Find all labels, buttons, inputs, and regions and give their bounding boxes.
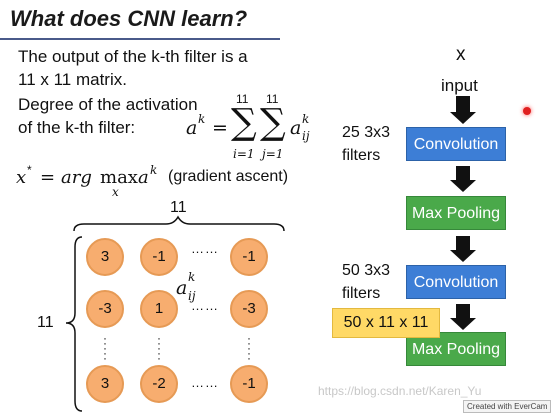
matrix-cell: 3 — [86, 238, 124, 276]
sum2-sigma: ∑ — [260, 102, 286, 143]
text-line-4: of the k-th filter: — [18, 118, 136, 137]
argmax-max: max — [100, 167, 138, 188]
matrix-diagram: 11 11 3 -1 -1 …… -3 1 -3 …… ····· ····· … — [0, 195, 300, 414]
matrix-top-brace — [73, 215, 285, 232]
slide-title: What does CNN learn? — [10, 6, 248, 31]
convolution-block-2: Convolution — [406, 265, 506, 299]
dimension-badge: 50 x 11 x 11 — [332, 308, 440, 338]
matrix-cell: -3 — [86, 290, 124, 328]
text-line-3: Degree of the activation — [18, 95, 198, 114]
formula-term-sub: ij — [302, 129, 310, 143]
formula-lhs: a — [186, 117, 198, 139]
arrow-down-icon — [450, 96, 476, 124]
matrix-row-ellipsis: …… — [191, 375, 219, 390]
matrix-cell: 3 — [86, 365, 124, 403]
formula-term: a — [290, 117, 302, 139]
matrix-aij-sup: k — [188, 270, 196, 284]
filters-1-label: filters — [342, 147, 381, 164]
matrix-col-ellipsis: ····· — [103, 331, 107, 365]
matrix-cell: -3 — [230, 290, 268, 328]
argmax-formula: x * = arg max x a k (gradient ascent) — [16, 163, 316, 203]
convolution-block-1: Convolution — [406, 127, 506, 161]
input-var: x — [456, 44, 466, 65]
matrix-cell: 1 — [140, 290, 178, 328]
arrow-down-icon — [450, 236, 476, 262]
matrix-row-ellipsis: …… — [191, 298, 219, 313]
pointer-dot-icon — [523, 107, 531, 115]
matrix-cell: -2 — [140, 365, 178, 403]
max-pooling-block-2: Max Pooling — [406, 332, 506, 366]
matrix-cell: -1 — [230, 365, 268, 403]
matrix-col-ellipsis: ····· — [157, 331, 161, 365]
arrow-down-icon — [450, 304, 476, 330]
argmax-arg: arg — [61, 167, 92, 188]
argmax-lhs-sup: * — [27, 163, 32, 177]
argmax-a: a — [138, 167, 149, 188]
sum1-top: 11 — [236, 92, 249, 106]
matrix-aij-sub: ij — [188, 289, 196, 303]
filters-2-count: 50 3x3 — [342, 262, 391, 279]
argmax-note: (gradient ascent) — [168, 168, 289, 185]
matrix-side-brace — [65, 236, 83, 412]
sum2-bottom: j=1 — [262, 147, 284, 161]
matrix-row-ellipsis: …… — [191, 241, 219, 256]
matrix-top-label: 11 — [170, 199, 187, 216]
matrix-aij: a — [176, 277, 188, 299]
formula-eq: = — [212, 117, 228, 139]
max-pooling-block-1: Max Pooling — [406, 196, 506, 230]
argmax-lhs: x — [16, 167, 27, 188]
argmax-eq: = — [40, 167, 56, 188]
matrix-cell: -1 — [140, 238, 178, 276]
filters-1-count: 25 3x3 — [342, 124, 391, 141]
sum1-sigma: ∑ — [231, 102, 257, 143]
argmax-a-sup: k — [150, 163, 158, 177]
text-line-2: 11 x 11 matrix. — [18, 70, 127, 89]
arrow-down-icon — [450, 166, 476, 192]
argmax-max-sub: x — [112, 185, 119, 199]
formula-term-sup: k — [302, 112, 310, 126]
sum1-bottom: i=1 — [233, 147, 255, 161]
text-line-1: The output of the k-th filter is a — [18, 47, 248, 66]
sum2-top: 11 — [266, 92, 279, 106]
title-underline — [0, 38, 280, 40]
evercam-badge: Created with EverCam — [463, 400, 552, 413]
input-label: input — [441, 76, 478, 95]
activation-formula: a k = 11 ∑ i=1 11 ∑ j=1 a k ij — [186, 92, 316, 167]
matrix-side-label: 11 — [37, 314, 54, 331]
formula-lhs-sup: k — [198, 112, 206, 126]
watermark: https://blog.csdn.net/Karen_Yu — [318, 384, 482, 398]
matrix-cell: -1 — [230, 238, 268, 276]
filters-2-label: filters — [342, 285, 381, 302]
matrix-col-ellipsis: ····· — [247, 331, 251, 365]
